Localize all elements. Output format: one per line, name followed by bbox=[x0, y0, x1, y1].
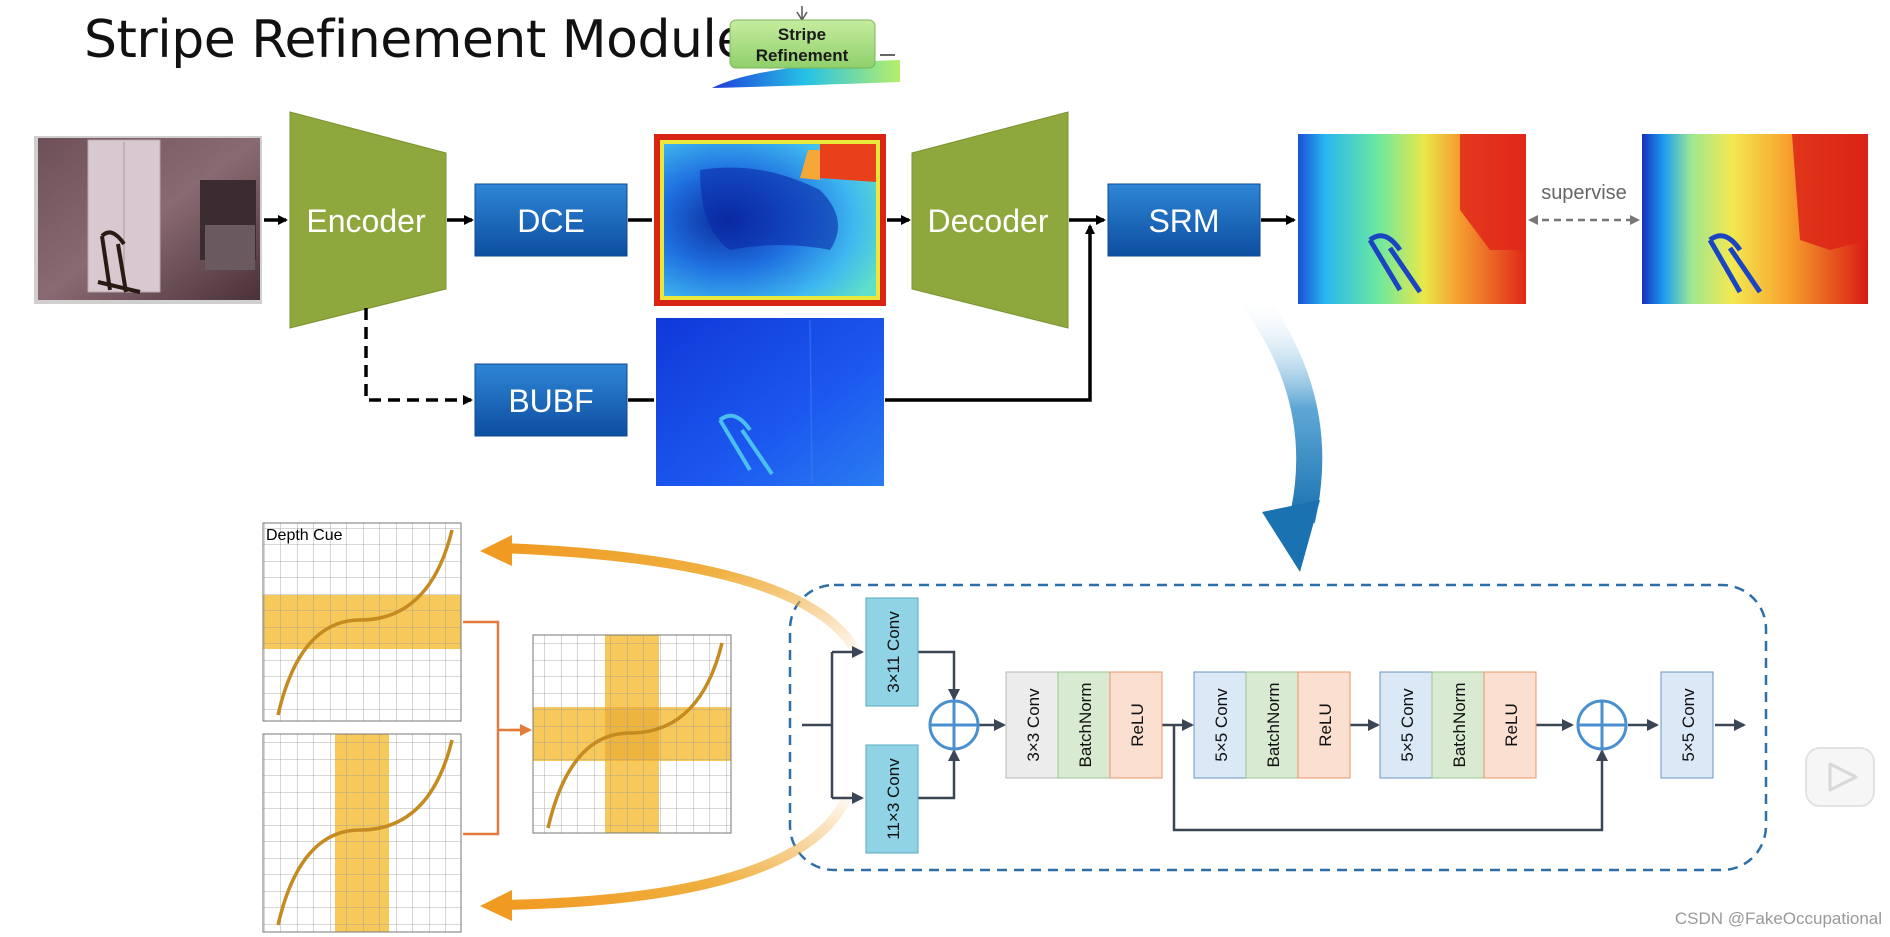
depth-cue-label: Depth Cue bbox=[266, 527, 343, 544]
batchnorm-2-label: BatchNorm bbox=[1264, 682, 1283, 767]
add-node-1 bbox=[928, 699, 980, 751]
srm-block: SRM bbox=[1107, 183, 1261, 257]
merge-connector bbox=[463, 620, 528, 836]
decoder-block: Decoder bbox=[911, 111, 1069, 329]
decoder-label: Decoder bbox=[928, 203, 1049, 239]
conv-5x5-final: 5×5 Conv bbox=[1660, 671, 1714, 779]
stripe-grid-vertical bbox=[262, 733, 462, 933]
batchnorm-3-label: BatchNorm bbox=[1450, 682, 1469, 767]
conv-5x5-c-label: 5×5 Conv bbox=[1679, 688, 1698, 762]
stripe-grid-horizontal: Depth Cue bbox=[262, 522, 462, 722]
gold-arrowhead-top bbox=[480, 535, 512, 566]
play-icon[interactable] bbox=[1805, 747, 1875, 807]
conv-3x11: 3×11 Conv bbox=[865, 597, 919, 707]
depth-cue-map bbox=[654, 134, 886, 306]
conv-11x3-label: 11×3 Conv bbox=[884, 758, 903, 840]
relu-3-label: ReLU bbox=[1502, 703, 1521, 746]
srm-label: SRM bbox=[1148, 203, 1219, 239]
conv-5x5-a-label: 5×5 Conv bbox=[1212, 688, 1231, 762]
batchnorm-1-label: BatchNorm bbox=[1076, 682, 1095, 767]
input-photo bbox=[34, 136, 262, 304]
badge-line-2: Refinement bbox=[756, 46, 849, 65]
gold-arrowhead-bottom bbox=[480, 890, 512, 921]
module-wires bbox=[802, 646, 1746, 832]
bubf-label: BUBF bbox=[508, 383, 593, 419]
bubf-map bbox=[656, 318, 884, 486]
dce-label: DCE bbox=[517, 203, 585, 239]
zoom-arrow bbox=[1239, 287, 1323, 572]
title-badge: Stripe Refinement bbox=[712, 6, 900, 88]
relu-2-label: ReLU bbox=[1316, 703, 1335, 746]
block-group-2: 5×5 Conv BatchNorm ReLU bbox=[1193, 671, 1351, 779]
gold-arrow-top bbox=[499, 543, 865, 662]
gold-arrow-bottom bbox=[499, 788, 855, 910]
bubf-block: BUBF bbox=[474, 363, 628, 437]
conv-3x3-label: 3×3 Conv bbox=[1024, 688, 1043, 762]
page-title: Stripe Refinement Module bbox=[84, 10, 748, 70]
stripe-grid-cross bbox=[532, 634, 732, 834]
conv-3x11-label: 3×11 Conv bbox=[884, 611, 903, 693]
srm-module-frame bbox=[788, 583, 1768, 872]
badge-line-1: Stripe bbox=[778, 25, 826, 44]
dce-block: DCE bbox=[474, 183, 628, 257]
relu-1-label: ReLU bbox=[1128, 703, 1147, 746]
block-group-3: 5×5 Conv BatchNorm ReLU bbox=[1379, 671, 1537, 779]
encoder-block: Encoder bbox=[289, 111, 447, 329]
watermark: CSDN @FakeOccupational bbox=[1674, 909, 1882, 928]
pipeline-arrows bbox=[264, 215, 1296, 405]
output-depth-map bbox=[1298, 134, 1526, 304]
ground-truth-map bbox=[1642, 134, 1868, 304]
conv-5x5-b-label: 5×5 Conv bbox=[1398, 688, 1417, 762]
encoder-label: Encoder bbox=[306, 203, 426, 239]
supervise-label: supervise bbox=[1541, 182, 1627, 204]
add-node-2 bbox=[1576, 699, 1628, 751]
badge-box bbox=[729, 19, 876, 69]
conv-11x3: 11×3 Conv bbox=[865, 744, 919, 854]
block-group-1: 3×3 Conv BatchNorm ReLU bbox=[1005, 671, 1163, 779]
